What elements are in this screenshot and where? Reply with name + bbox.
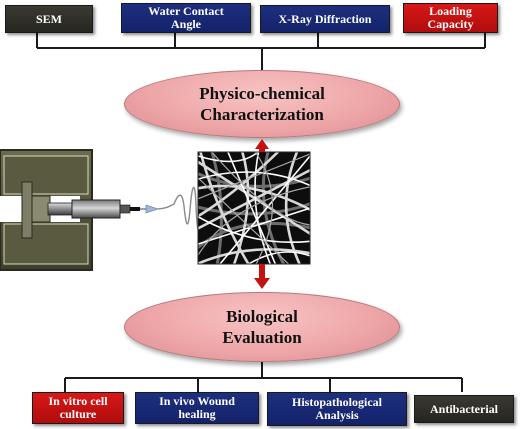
in-vitro-label: In vitro cell culture xyxy=(48,394,108,421)
antibacterial-box: Antibacterial xyxy=(414,395,514,423)
biological-evaluation-ellipse: Biological Evaluation xyxy=(124,292,400,362)
polymer-jet xyxy=(157,186,201,231)
physico-chemical-line2: Characterization xyxy=(200,105,324,124)
sem-label: SEM xyxy=(35,11,62,26)
xray-diffraction-box: X-Ray Diffraction xyxy=(260,5,390,33)
xray-diffraction-label: X-Ray Diffraction xyxy=(278,11,372,26)
sem-box: SEM xyxy=(5,5,93,33)
histopathological-label: Histopathological Analysis xyxy=(291,395,382,422)
histopathological-box: Histopathological Analysis xyxy=(267,392,407,426)
arrow-up-to-characterization xyxy=(255,139,269,152)
water-contact-angle-box: Water Contact Angle xyxy=(121,3,251,33)
physico-chemical-line1: Physico-chemical xyxy=(199,84,325,103)
water-contact-angle-label: Water Contact Angle xyxy=(148,4,224,31)
loading-capacity-label: Loading Capacity xyxy=(427,4,474,31)
in-vivo-label: In vivo Wound healing xyxy=(159,394,235,421)
biological-line2: Evaluation xyxy=(222,328,302,347)
in-vivo-box: In vivo Wound healing xyxy=(135,392,259,424)
loading-capacity-box: Loading Capacity xyxy=(403,3,498,33)
nanofiber-mesh-image xyxy=(197,151,311,265)
arrow-down-to-evaluation xyxy=(254,264,270,289)
in-vitro-box: In vitro cell culture xyxy=(32,392,124,424)
biological-line1: Biological xyxy=(226,307,298,326)
physico-chemical-ellipse: Physico-chemical Characterization xyxy=(124,70,400,138)
syringe xyxy=(47,199,159,219)
antibacterial-label: Antibacterial xyxy=(430,401,498,416)
